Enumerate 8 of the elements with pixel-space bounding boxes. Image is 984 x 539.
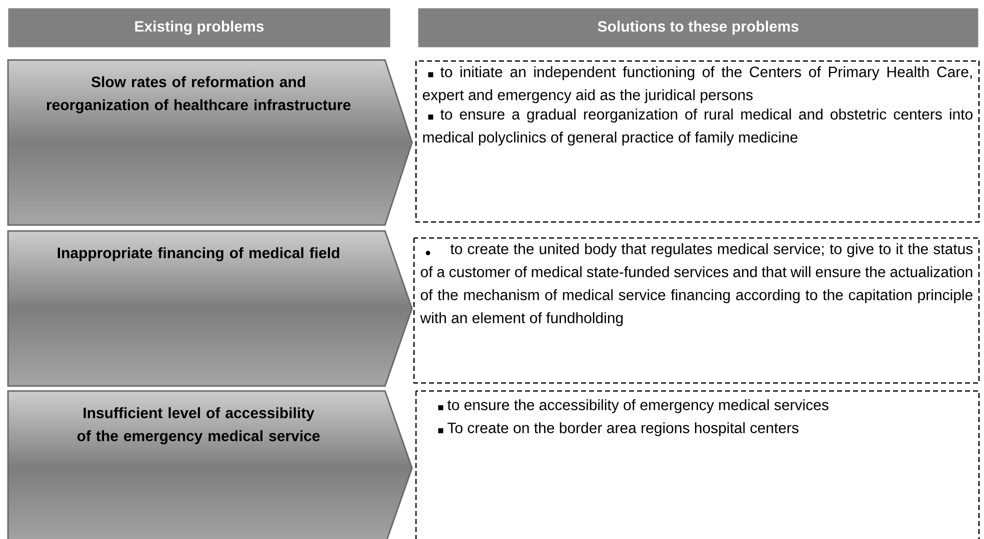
- solution-box: to create the united body that regulates medical service; to give to it the status of a customer of medical state-funded services and that will ensure the actualization of the mechanism of medical service financing according to the capitation principle with an element of fundholding: [413, 237, 980, 384]
- column-header: Solutions to these problems: [418, 8, 978, 48]
- column-header: Existing problems: [8, 8, 390, 48]
- problem-pentagon: Slow rates of reformation and reorganization of healthcare infrastructure: [7, 59, 413, 226]
- problem-pentagon: Inappropriate financing of medical field: [7, 230, 413, 387]
- solution-box: to initiate an independent functioning of the Centers of Primary Health Care, expert and emergency aid as the juridical persons to ensure a gradual reorganization of rural medical and obstetric centers into medical polyclinics of general practice of family medicine: [415, 60, 980, 223]
- problem-pentagon: Insufficient level of accessibility of the emergency medical service: [7, 390, 413, 539]
- solution-box: to ensure the accessibility of emergency medical services To create on the border area regions hospital centers: [415, 390, 980, 539]
